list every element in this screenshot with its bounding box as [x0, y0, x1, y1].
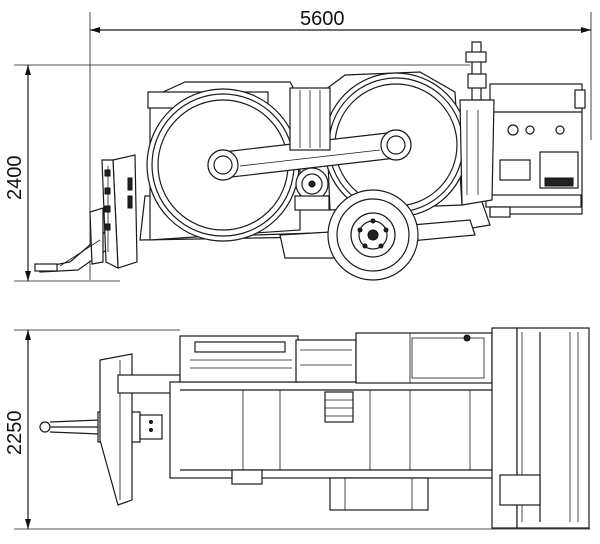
side-engine-box	[485, 83, 586, 218]
side-mast	[459, 41, 495, 206]
width-dimension: 2250	[4, 329, 590, 530]
length-dimension-label: 5600	[300, 8, 345, 30]
top-view	[39, 327, 590, 529]
top-wheels	[231, 469, 429, 511]
side-rack	[289, 87, 331, 151]
side-front-leg	[101, 154, 138, 269]
width-dimension-label: 2250	[4, 411, 26, 456]
side-wheel	[327, 189, 419, 281]
side-gear	[294, 167, 330, 211]
top-rear-panel	[491, 327, 590, 529]
top-gearbox	[324, 391, 354, 423]
side-view	[34, 41, 586, 281]
top-engine	[355, 332, 493, 384]
top-drum-assembly	[179, 335, 357, 383]
height-dimension-label: 2400	[4, 156, 26, 201]
side-drawbar	[34, 207, 113, 273]
height-dimension: 2400	[4, 64, 470, 282]
side-drum-arm	[207, 129, 412, 181]
top-frame	[117, 374, 511, 479]
length-dimension: 5600	[89, 8, 592, 280]
